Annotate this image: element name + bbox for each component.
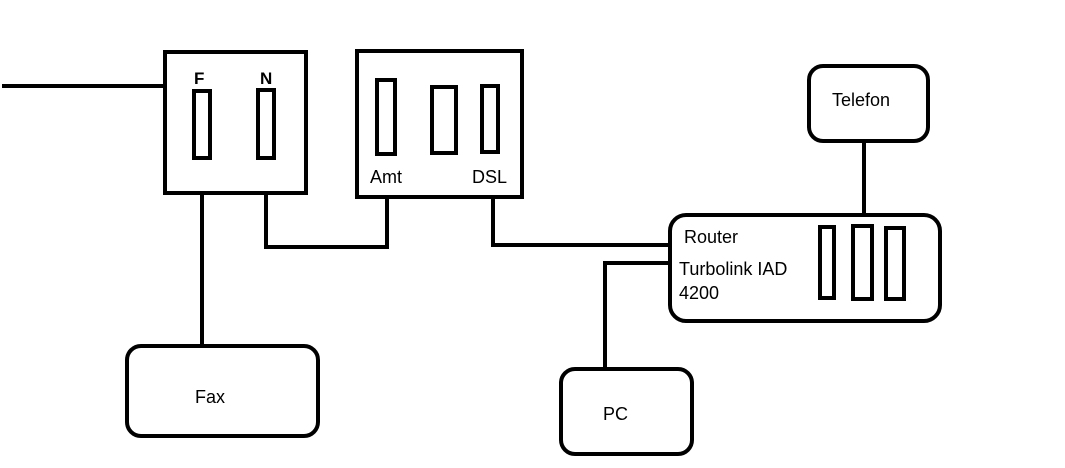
fax-label: Fax <box>195 387 225 407</box>
splitter-box: F N <box>163 50 308 195</box>
router-label: Router <box>684 227 738 247</box>
pc-label: PC <box>603 404 628 424</box>
telefon-label: Telefon <box>832 90 890 110</box>
wire-dsl-to-router <box>491 197 670 247</box>
splitter-label-n: N <box>260 69 272 88</box>
telefon-box: Telefon <box>807 64 930 143</box>
wire-router-to-pc <box>603 261 670 370</box>
pc-box: PC <box>559 367 694 456</box>
tae-label-dsl: DSL <box>472 167 507 187</box>
tae-box: Amt DSL <box>355 49 524 199</box>
wire-n-to-amt <box>264 158 389 249</box>
tae-label-amt: Amt <box>370 167 402 187</box>
fax-box: Fax <box>125 344 320 438</box>
router-model-label: Turbolink IAD <box>679 259 787 279</box>
router-model-number: 4200 <box>679 283 719 303</box>
router-box: Router Turbolink IAD 4200 <box>668 213 942 323</box>
splitter-label-f: F <box>194 69 204 88</box>
